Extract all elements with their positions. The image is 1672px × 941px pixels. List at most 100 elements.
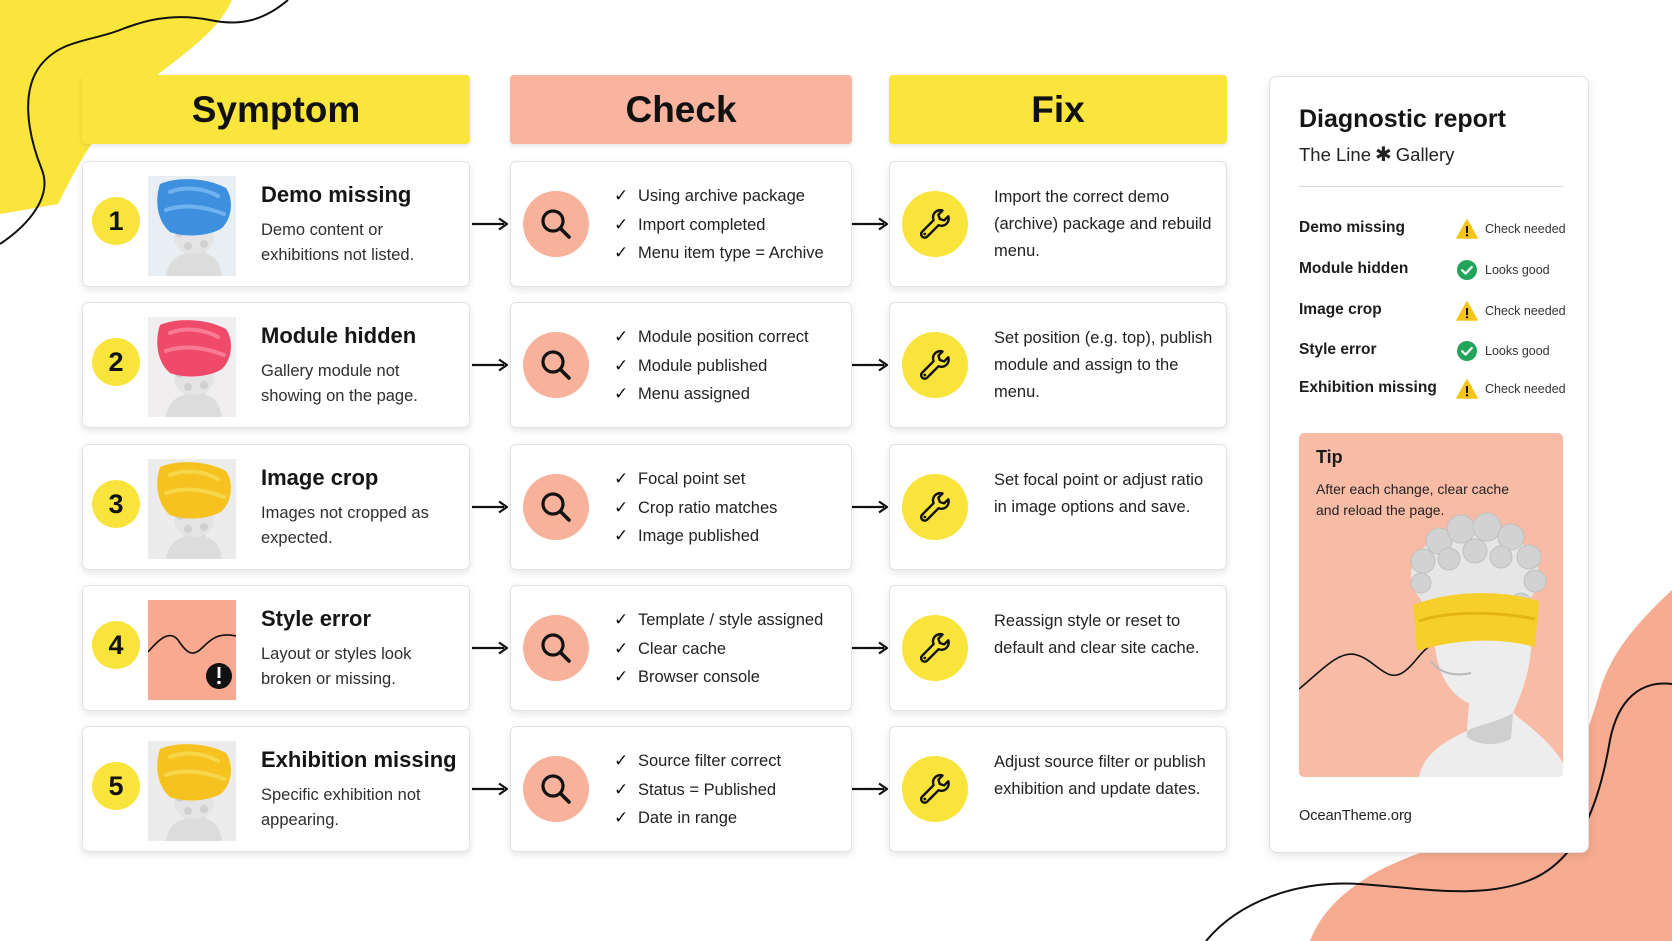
arrow-right-icon	[471, 500, 509, 514]
magnifier-icon	[523, 474, 589, 540]
symptom-title: Image crop	[261, 465, 379, 490]
magnifier-icon	[523, 615, 589, 681]
symptom-thumbnail	[148, 459, 236, 559]
check-item: ✓Template / style assigned	[614, 606, 823, 635]
checkmark-icon: ✓	[614, 751, 629, 770]
arrow-right-icon	[471, 782, 509, 796]
arrow-right-icon	[851, 782, 889, 796]
wrench-icon	[902, 332, 968, 398]
symptom-title: Exhibition missing	[261, 747, 457, 772]
symptom-header: Symptom	[82, 75, 470, 144]
report-title: Diagnostic report	[1299, 105, 1506, 133]
arrow-right-icon	[851, 358, 889, 372]
fix-card: Set focal point or adjust ratio in image…	[889, 444, 1227, 570]
check-circle-icon	[1456, 340, 1478, 362]
check-item: ✓ Date in range	[614, 804, 781, 833]
report-footer: OceanTheme.org	[1299, 808, 1412, 824]
fix-card: Adjust source filter or publish exhibiti…	[889, 726, 1227, 852]
status-name: Style error	[1299, 341, 1377, 358]
check-circle-icon	[1456, 259, 1478, 281]
symptom-description: Images not cropped as expected.	[261, 504, 429, 547]
check-item: ✓Browser console	[614, 663, 823, 692]
status-row: Image crop Check needed	[1299, 299, 1569, 323]
check-item: ✓ Using archive package	[614, 182, 824, 211]
check-item-label: Clear cache	[638, 639, 727, 658]
arrow-right-icon	[851, 641, 889, 655]
check-item-label: Menu assigned	[638, 385, 750, 403]
check-list: ✓Template / style assigned✓Clear cache✓B…	[614, 606, 823, 692]
check-item-label: Module position correct	[638, 328, 809, 346]
step-number-badge: 2	[92, 338, 140, 386]
check-item: ✓Image published	[614, 522, 777, 551]
warning-icon	[1456, 378, 1478, 400]
diagnostic-report-panel: Diagnostic report The Line✱Gallery Demo …	[1269, 76, 1589, 853]
magnifier-icon	[523, 332, 589, 398]
check-list: ✓Focal point set✓Crop ratio matches✓Imag…	[614, 465, 777, 551]
check-item-label: Date in range	[638, 809, 738, 827]
wrench-icon	[902, 191, 968, 257]
warning-icon	[1456, 218, 1478, 240]
check-item: ✓ Menu item type = Archive	[614, 239, 824, 268]
check-item-label: Source filter correct	[638, 752, 782, 770]
report-subtitle: The Line✱Gallery	[1299, 142, 1454, 167]
status-row: Style error Looks good	[1299, 339, 1569, 363]
status-text: Check needed	[1485, 222, 1566, 236]
step-number-badge: 3	[92, 480, 140, 528]
check-item-label: Browser console	[638, 668, 760, 686]
fix-description: Set position (e.g. top), publish module …	[994, 329, 1213, 401]
checkmark-icon: ✓	[614, 808, 629, 827]
check-item: ✓ Source filter correct	[614, 747, 781, 776]
report-divider	[1299, 186, 1563, 187]
check-list: ✓Using archive package✓Import completed✓…	[614, 182, 824, 268]
black-squiggle-topleft	[0, 0, 289, 245]
checkmark-icon: ✓	[614, 243, 629, 262]
report-subtitle-left: The Line	[1299, 144, 1371, 165]
check-card: ✓ Source filter correct ✓Status = Publishe…	[510, 726, 852, 852]
wrench-icon	[902, 615, 968, 681]
check-item: ✓ Module published	[614, 352, 809, 381]
check-item: ✓Menu assigned	[614, 380, 809, 409]
fix-description: Adjust source filter or publish exhibiti…	[994, 753, 1206, 798]
fix-description: Reassign style or reset to default and c…	[994, 612, 1200, 657]
status-text: Check needed	[1485, 304, 1566, 318]
symptom-description: Specific exhibition not appearing.	[261, 786, 421, 829]
check-item-label: Using archive package	[638, 187, 805, 205]
check-item: ✓Crop ratio matches	[614, 494, 777, 523]
fix-header: Fix	[889, 75, 1227, 144]
asterisk-icon: ✱	[1375, 144, 1392, 166]
status-text: Looks good	[1485, 263, 1550, 277]
fix-card: Import the correct demo (archive) packag…	[889, 161, 1227, 287]
check-item: ✓ Module position correct	[614, 323, 809, 352]
check-item-label: Module published	[638, 356, 768, 375]
status-name: Image crop	[1299, 301, 1382, 318]
checkmark-icon: ✓	[614, 779, 629, 799]
symptom-description: Demo content or exhibitions not listed.	[261, 221, 415, 264]
blindfolded-statue-illustration	[1299, 512, 1563, 777]
check-card: ✓Focal point set✓Crop ratio matches✓Imag…	[510, 444, 852, 570]
check-card: ✓ Module position correct ✓ Module publishe…	[510, 302, 852, 428]
check-item-label: Template / style assigned	[638, 611, 824, 629]
checkmark-icon: ✓	[614, 327, 629, 346]
arrow-right-icon	[851, 217, 889, 231]
status-text: Check needed	[1485, 382, 1566, 396]
status-text: Looks good	[1485, 344, 1550, 358]
check-item: ✓Status = Published	[614, 776, 781, 805]
symptom-thumbnail	[148, 741, 236, 841]
arrow-right-icon	[471, 358, 509, 372]
checkmark-icon: ✓	[614, 186, 629, 205]
check-item-label: Menu item type = Archive	[638, 244, 824, 262]
step-number-badge: 5	[92, 762, 140, 810]
check-item: ✓Focal point set	[614, 465, 777, 494]
checkmark-icon: ✓	[614, 526, 629, 545]
fix-description: Import the correct demo (archive) packag…	[994, 188, 1212, 260]
magnifier-icon	[523, 756, 589, 822]
checkmark-icon: ✓	[614, 355, 629, 375]
fix-description: Set focal point or adjust ratio in image…	[994, 471, 1204, 516]
tip-box: Tip After each change, clear cache and r…	[1299, 433, 1563, 777]
check-item-label: Focal point set	[638, 470, 746, 488]
